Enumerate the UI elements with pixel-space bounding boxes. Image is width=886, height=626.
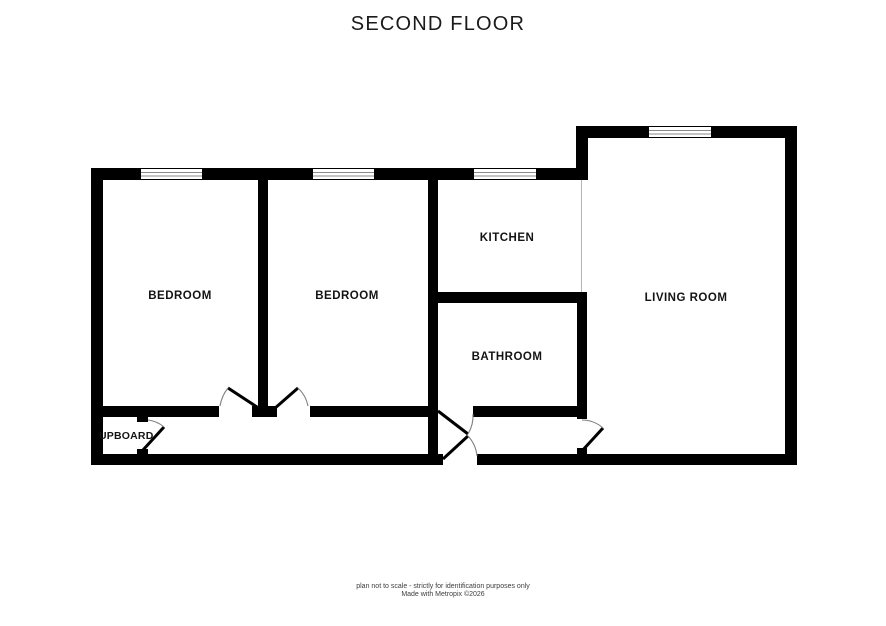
wall-exterior-bottom-right: [477, 454, 797, 465]
door-living-room: [579, 419, 605, 454]
wall-kitchen-left: [428, 180, 438, 454]
label-bedroom-1: BEDROOM: [148, 290, 212, 302]
door-bedroom-2: [273, 386, 309, 411]
wall-bedroom-divider: [258, 180, 268, 406]
wall-exterior-bottom-left: [91, 454, 443, 465]
wall-hallway-top-left: [103, 406, 219, 417]
doors: [141, 386, 605, 461]
windows: [140, 126, 712, 180]
door-cupboard: [141, 419, 166, 452]
room-labels: BEDROOM BEDROOM KITCHEN BATHROOM LIVING …: [99, 232, 727, 442]
door-bedroom-1: [219, 386, 261, 411]
window-kitchen: [473, 168, 537, 180]
label-bedroom-2: BEDROOM: [315, 290, 379, 302]
door-hallway-entry: [437, 409, 474, 436]
window-bedroom-1: [140, 168, 203, 180]
footer: plan not to scale - strictly for identif…: [356, 583, 530, 598]
label-kitchen: KITCHEN: [480, 232, 535, 244]
wall-cupboard-jamb-top: [137, 417, 148, 422]
label-bathroom: BATHROOM: [472, 351, 543, 363]
page-title: SECOND FLOOR: [351, 13, 525, 35]
wall-living-room-left-step: [576, 126, 588, 180]
footer-credit-line: Made with Metropix ©2026: [401, 590, 484, 598]
door-front-entrance: [441, 434, 478, 461]
window-bedroom-2: [312, 168, 375, 180]
wall-kitchen-bathroom-divider: [428, 292, 587, 303]
wall-cupboard-jamb-bottom: [137, 449, 148, 454]
wall-exterior-left: [91, 168, 103, 465]
wall-bathroom-right: [577, 303, 587, 419]
wall-hallway-top-right: [310, 406, 428, 417]
wall-bathroom-bottom: [473, 406, 587, 417]
footer-disclaimer-line: plan not to scale - strictly for identif…: [356, 583, 530, 590]
wall-exterior-right: [785, 126, 797, 465]
label-living-room: LIVING ROOM: [645, 292, 728, 304]
wall-hallway-top-center-stub: [252, 406, 277, 417]
window-living-room: [648, 126, 712, 138]
label-cupboard: UPBOARD: [99, 430, 154, 442]
